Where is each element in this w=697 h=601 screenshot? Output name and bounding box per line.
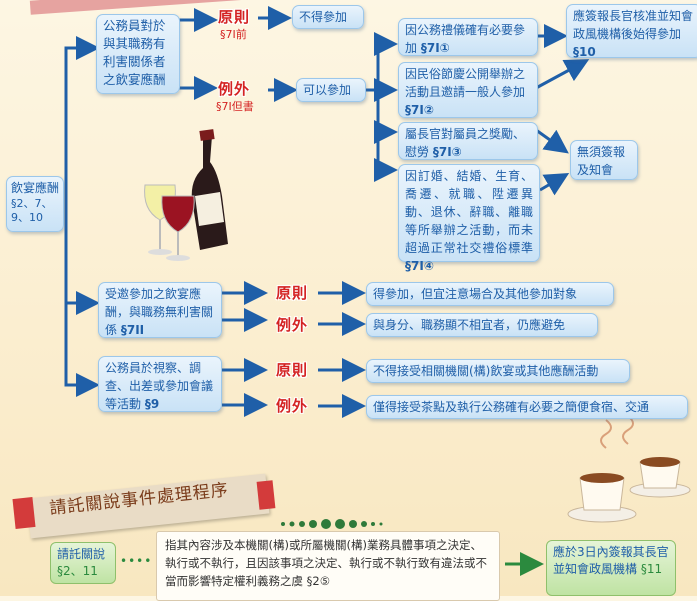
report-required-box: 應簽報長官核准並知會政風機構後始得參加 §10 <box>566 4 697 59</box>
branch2-exception-result: 與身分、職務顯不相宜者，仍應避免 <box>366 313 598 337</box>
root-node: 飲宴應酬 §2、7、9、10 <box>6 176 64 232</box>
branch2-principle-tag: 原則 <box>276 284 309 302</box>
condition-3: 屬長官對屬員之獎勵、慰勞 §7I③ <box>398 122 538 160</box>
branch3-exception-result: 僅得接受茶點及執行公務確有必要之簡便食宿、交通 <box>366 395 688 419</box>
root-label: 飲宴應酬 <box>11 181 60 195</box>
branch3-node: 公務員於視察、調查、出差或參加會議等活動 §9 <box>98 356 222 412</box>
branch2-node: 受邀參加之飲宴應酬，與職務無利害關係 §7II <box>98 282 222 338</box>
branch1-label: 公務員對於與其職務有利害關係者之飲宴應酬 <box>103 18 166 87</box>
no-report-box: 無須簽報及知會 <box>570 140 638 180</box>
branch1-node: 公務員對於與其職務有利害關係者之飲宴應酬 <box>96 14 180 94</box>
banner-ribbon-left <box>12 497 36 529</box>
condition-2: 因民俗節慶公開舉辦之活動且邀請一般人參加 §7I② <box>398 62 538 118</box>
section2-left-box: 請託關說 §2、11 <box>50 542 116 584</box>
section2-dots: •••• <box>120 554 153 568</box>
coffee-illustration <box>567 415 691 523</box>
condition-1: 因公務禮儀確有必要參加 §7I① <box>398 18 538 56</box>
wine-illustration <box>144 129 228 261</box>
condition-4: 因訂婚、結婚、生育、喬遷、就職、陞遷異動、退休、辭職、離職等所舉辦之活動，而未超… <box>398 164 540 273</box>
branch1-principle-tag: 原則 <box>218 8 251 26</box>
branch2-exception-tag: 例外 <box>276 316 309 334</box>
section2-left-cite: §2、11 <box>57 564 98 578</box>
branch1-principle-cite: §7I前 <box>220 28 247 41</box>
branch3-principle-tag: 原則 <box>276 361 309 379</box>
root-cite: §2、7、9、10 <box>11 197 53 224</box>
banner-ribbon-right <box>256 480 276 510</box>
branch2-principle-result: 得參加，但宜注意場合及其他參加對象 <box>366 282 614 306</box>
decorative-dots <box>281 519 383 529</box>
branch1-exception-cite: §7I但書 <box>216 100 254 113</box>
branch3-exception-tag: 例外 <box>276 397 309 415</box>
section2-left-label: 請託關說 <box>57 547 106 561</box>
section2-definition: 指其內容涉及本機關(構)或所屬機關(構)業務具體事項之決定、執行或不執行，且因該… <box>156 531 500 601</box>
branch3-principle-result: 不得接受相關機關(構)飲宴或其他應酬活動 <box>366 359 630 383</box>
branch1-principle-result: 不得參加 <box>292 5 364 29</box>
section2-right-box: 應於3日內簽報其長官並知會政風機構 §11 <box>546 540 676 596</box>
branch1-exception-result: 可以參加 <box>296 78 366 102</box>
branch1-exception-tag: 例外 <box>218 80 251 98</box>
